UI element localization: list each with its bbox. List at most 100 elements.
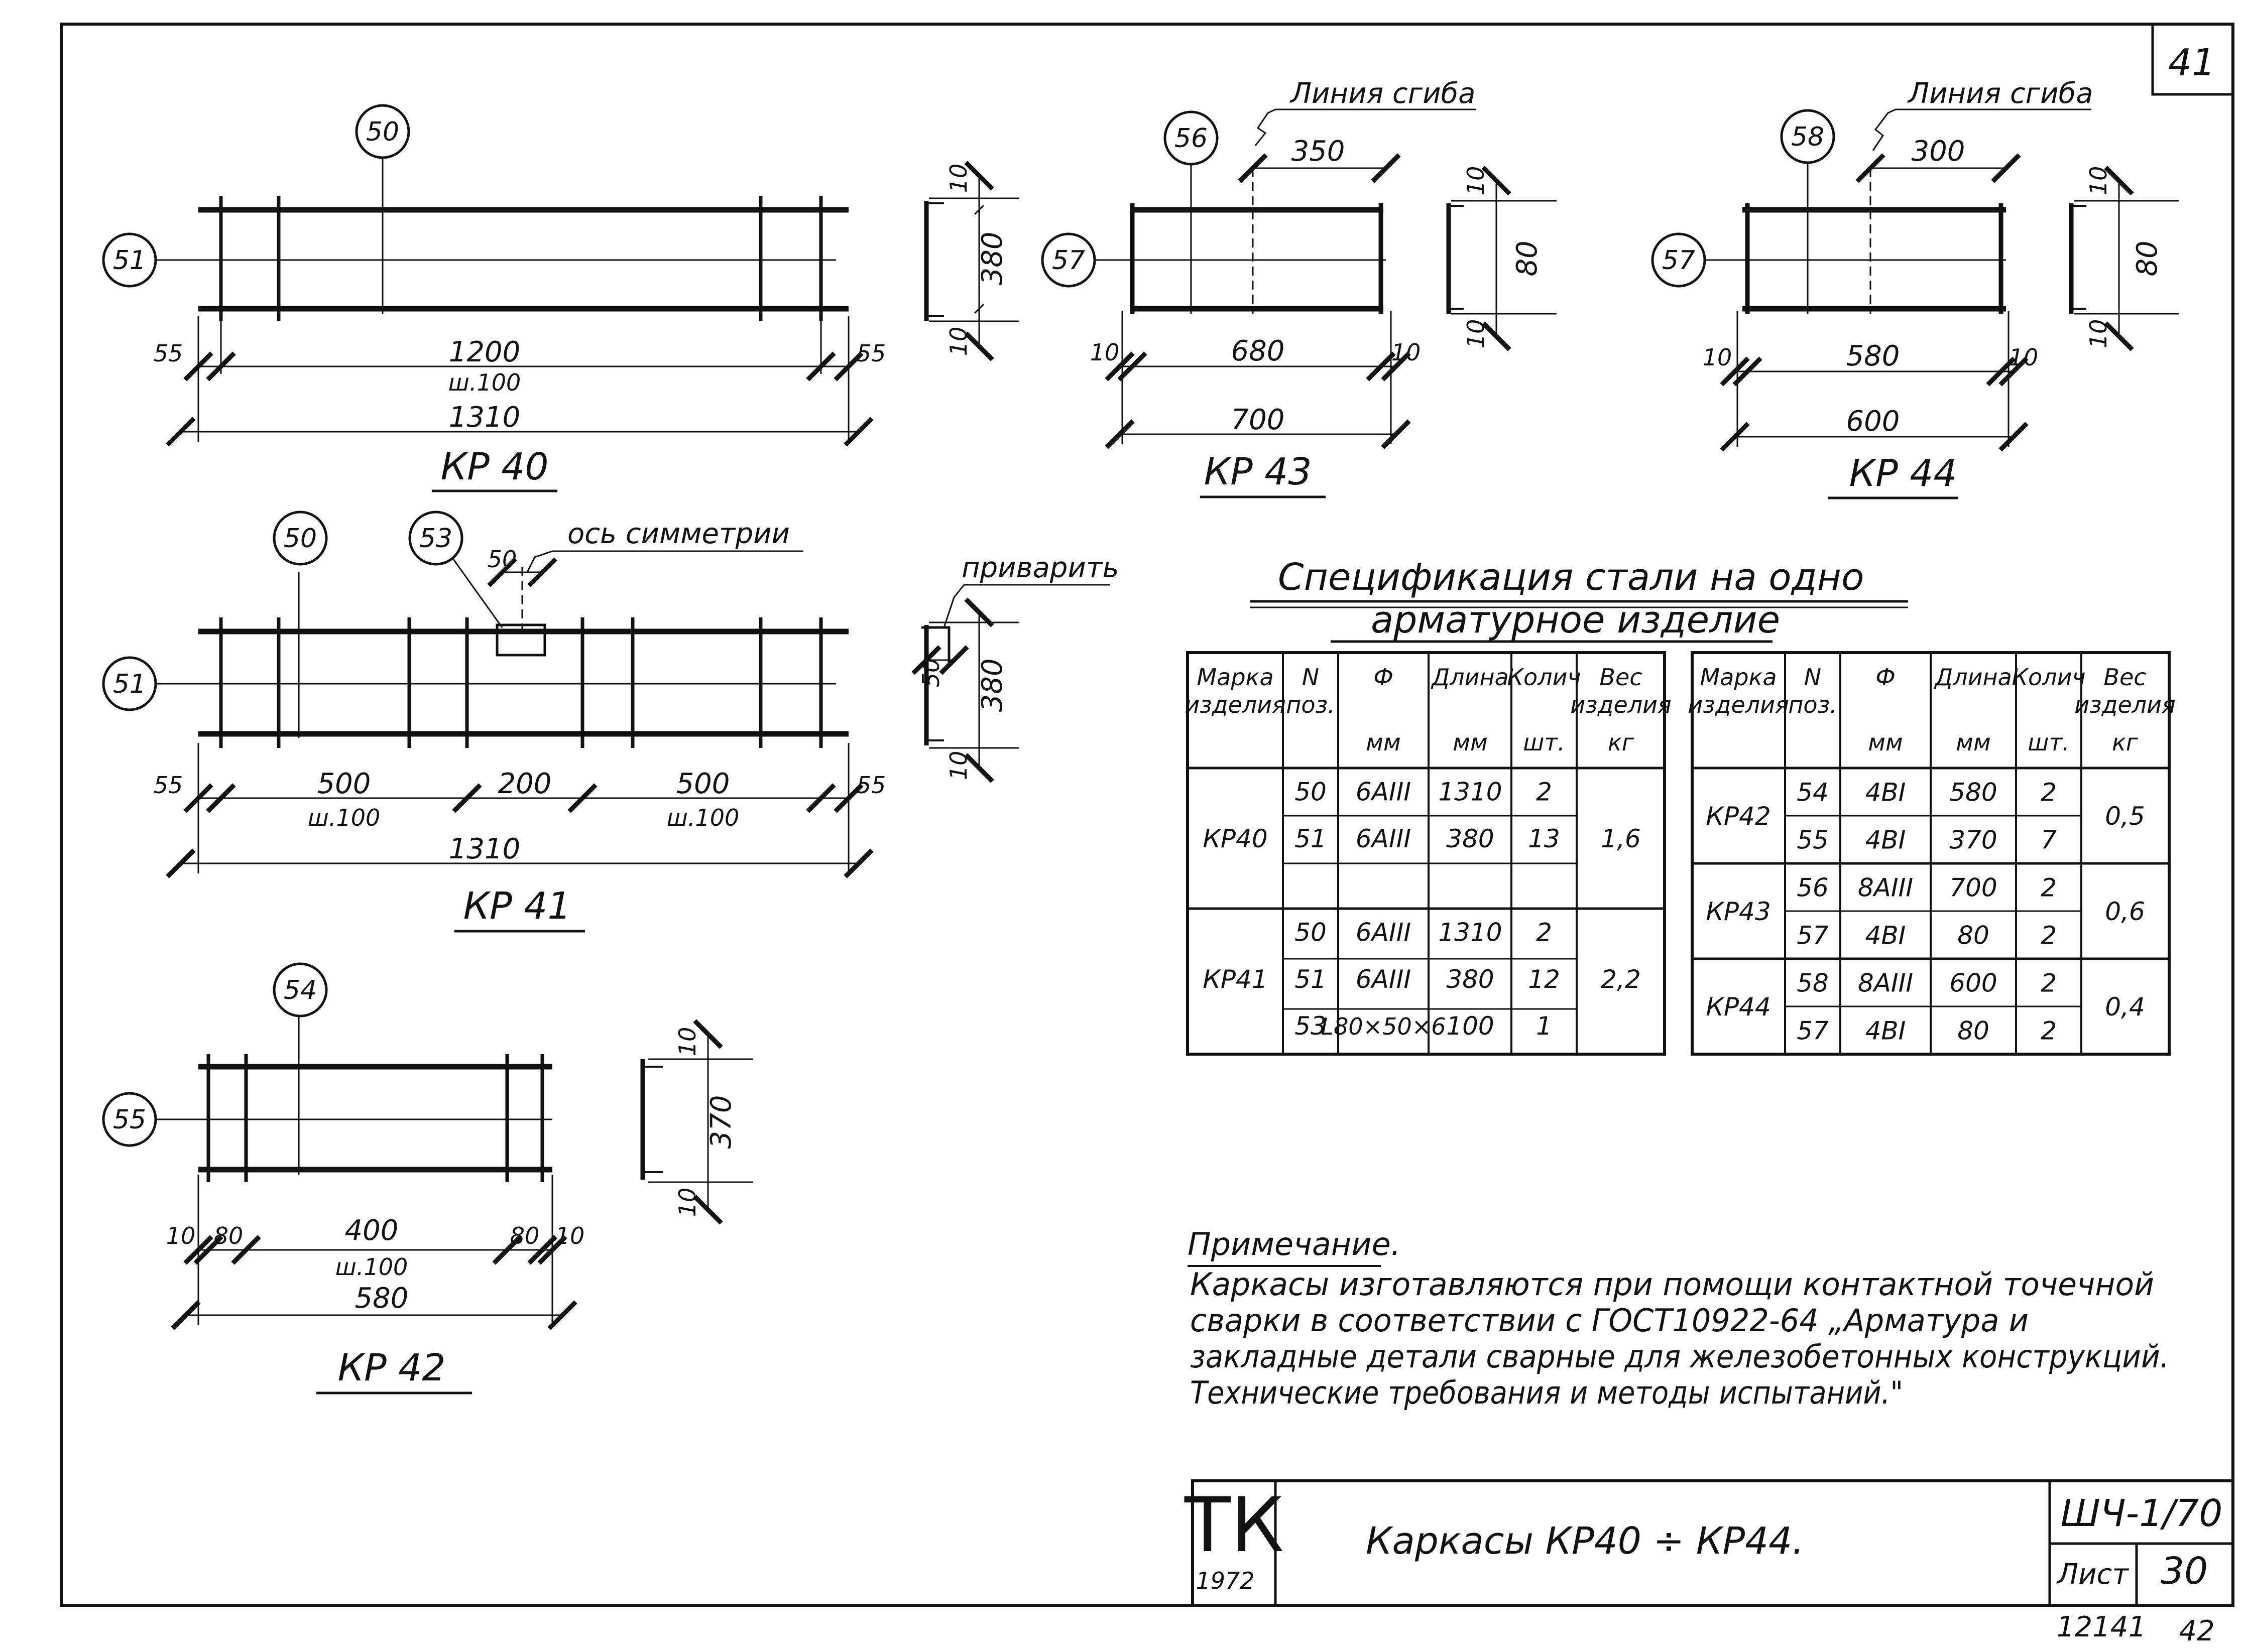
right_table-cell: 700 bbox=[1949, 873, 1997, 903]
right_table-header-weight: Вес bbox=[2103, 664, 2146, 691]
kp44-callout-top: 58 bbox=[1780, 109, 1835, 164]
right_table-cell: 2 bbox=[2041, 778, 2057, 807]
sheet-frame bbox=[60, 23, 2234, 1607]
right_table-cell: 4ВI bbox=[1865, 778, 1906, 807]
kp44-dim-left-end: 10 bbox=[1703, 344, 1732, 371]
right_table-cell: 370 bbox=[1949, 826, 1997, 855]
corner-box bbox=[2151, 23, 2234, 96]
left_table-header-qty: Колич bbox=[1507, 664, 1581, 691]
kp43-bend-leader bbox=[1238, 108, 1476, 183]
left_table-header-phi-unit: мм bbox=[1366, 729, 1400, 756]
kp41-dimensions bbox=[166, 743, 874, 878]
title-block-sheet-label: Лист bbox=[2056, 1558, 2129, 1591]
kp41-callout-top2: 53 bbox=[408, 511, 463, 566]
bottom-number-right: 42 bbox=[2179, 1615, 2214, 1647]
kp44-bend-leader bbox=[1855, 108, 2091, 183]
left_table-cell: 6АIII bbox=[1356, 824, 1411, 853]
kp43-dim-span: 680 bbox=[1231, 335, 1285, 367]
left_table-cell: 51 bbox=[1294, 824, 1327, 853]
kp43-cage bbox=[1095, 156, 1386, 314]
note-line-1: Каркасы изготавляются при помощи контакт… bbox=[1190, 1266, 2154, 1303]
note-line-4: Технические требования и методы испытани… bbox=[1190, 1374, 1903, 1411]
left_table-cell: 1310 bbox=[1438, 778, 1502, 807]
kp41-dim-center: 200 bbox=[498, 768, 552, 800]
kp40-dim-total: 1310 bbox=[449, 401, 521, 434]
left_table-header-weight: Вес bbox=[1599, 664, 1642, 691]
kp44-dim-span: 580 bbox=[1846, 340, 1900, 372]
title-block-grid bbox=[1191, 1479, 2234, 1607]
right_table-mark: КР43 bbox=[1706, 897, 1770, 926]
bottom-number-left: 12141 bbox=[2057, 1611, 2146, 1643]
left_table-header-phi: Ф bbox=[1373, 664, 1393, 691]
kp44-section-top: 10 bbox=[2085, 166, 2112, 196]
right_table-cell: 2 bbox=[2041, 921, 2057, 950]
left_table-cell: 6АIII bbox=[1356, 778, 1411, 807]
kp41-callout-left-label: 51 bbox=[113, 669, 146, 699]
left_table-cell: 6АIII bbox=[1356, 918, 1411, 947]
kp40-cage bbox=[196, 156, 849, 321]
kp43-dim-left-end: 10 bbox=[1090, 339, 1120, 366]
left_table-cell: 2 bbox=[1536, 918, 1552, 947]
left_table-cell: 50 bbox=[1294, 778, 1327, 807]
kp42-dimensions bbox=[171, 1175, 577, 1330]
left_table-cell: 13 bbox=[1528, 824, 1560, 853]
left_table-cell: 380 bbox=[1446, 965, 1494, 994]
kp42-dim-e3: 80 bbox=[510, 1222, 540, 1249]
left_table-mark: КР41 bbox=[1203, 965, 1267, 994]
kp41-callout-top2-label: 53 bbox=[419, 524, 452, 554]
kp40-callout-top-label: 50 bbox=[366, 117, 399, 147]
kp41-callout-left: 51 bbox=[102, 656, 196, 711]
right_table-mark: КР44 bbox=[1706, 992, 1770, 1022]
left_table-cell: 6АIII bbox=[1356, 965, 1411, 994]
right_table-header-weight-unit: кг bbox=[2112, 729, 2139, 756]
right_table-header-len-unit: мм bbox=[1956, 729, 1990, 756]
kp40-dim-pitch: ш.100 bbox=[448, 369, 521, 396]
kp41-weld-label: приварить bbox=[962, 552, 1119, 584]
left_table-header-len: Длина bbox=[1431, 664, 1509, 691]
left_table-header-pos: N bbox=[1302, 664, 1319, 691]
kp40-dim-span: 1200 bbox=[449, 336, 521, 368]
right_table-header-pos: N bbox=[1804, 664, 1821, 691]
kp40-section-bottom: 10 bbox=[945, 327, 972, 356]
left_table-cell: 2 bbox=[1536, 778, 1552, 807]
right_table-cell: 2 bbox=[2041, 873, 2057, 903]
kp42-caption: КР 42 bbox=[338, 1346, 446, 1389]
kp43-callout-top: 56 bbox=[1163, 110, 1219, 166]
note-line-2: сварки в соответствии с ГОСТ10922-64 „Ар… bbox=[1190, 1302, 2029, 1339]
kp42-dim-e4: 10 bbox=[555, 1222, 585, 1249]
kp43-caption: КР 43 bbox=[1204, 450, 1312, 493]
right_table-weight: 0,6 bbox=[2105, 897, 2145, 926]
kp41-section bbox=[911, 584, 1110, 783]
kp44-callout-top-label: 58 bbox=[1791, 122, 1824, 152]
kp40-section-top: 10 bbox=[945, 164, 972, 193]
kp42-callout-top: 54 bbox=[273, 962, 328, 1018]
left_table-header-weight-2: изделия bbox=[1570, 691, 1671, 718]
left_table-mark: КР40 bbox=[1203, 824, 1267, 853]
right_table-cell: 55 bbox=[1797, 826, 1829, 855]
kp41-dim-pitch1: ш.100 bbox=[308, 804, 381, 831]
title-block-series: ШЧ-1/70 bbox=[2061, 1492, 2223, 1535]
kp41-dim-total: 1310 bbox=[449, 833, 521, 865]
right_table-header-len: Длина bbox=[1934, 664, 2012, 691]
right_table-cell: 4ВI bbox=[1865, 921, 1906, 950]
kp41-caption: КР 41 bbox=[463, 884, 571, 928]
kp41-section-angle: 50 bbox=[917, 658, 944, 688]
kp43-dim-total: 700 bbox=[1231, 404, 1285, 436]
left_table-cell: 12 bbox=[1528, 965, 1560, 994]
kp44-dimensions bbox=[1720, 311, 2029, 452]
title-block-title: Каркасы КР40 ÷ КР44. bbox=[1366, 1519, 1804, 1563]
sheet-corner-number: 41 bbox=[2168, 41, 2215, 84]
kp41-callout-top1-label: 50 bbox=[284, 524, 317, 554]
kp40-dim-right-end: 55 bbox=[857, 340, 886, 367]
left_table-header-mark: изделия bbox=[1185, 691, 1285, 718]
kp42-dim-e1: 10 bbox=[166, 1222, 196, 1249]
left_table-cell: 1310 bbox=[1438, 918, 1502, 947]
kp42-callout-left: 55 bbox=[102, 1092, 196, 1147]
kp43-section-bottom: 10 bbox=[1462, 319, 1489, 349]
right_table-cell: 4ВI bbox=[1865, 1016, 1906, 1046]
left_table-weight: 2,2 bbox=[1601, 965, 1641, 994]
right_table-cell: 80 bbox=[1957, 921, 1989, 950]
kp41-callout-top1: 50 bbox=[273, 511, 328, 566]
left_table-cell: 51 bbox=[1294, 965, 1327, 994]
kp40-callout-left: 51 bbox=[102, 232, 196, 288]
